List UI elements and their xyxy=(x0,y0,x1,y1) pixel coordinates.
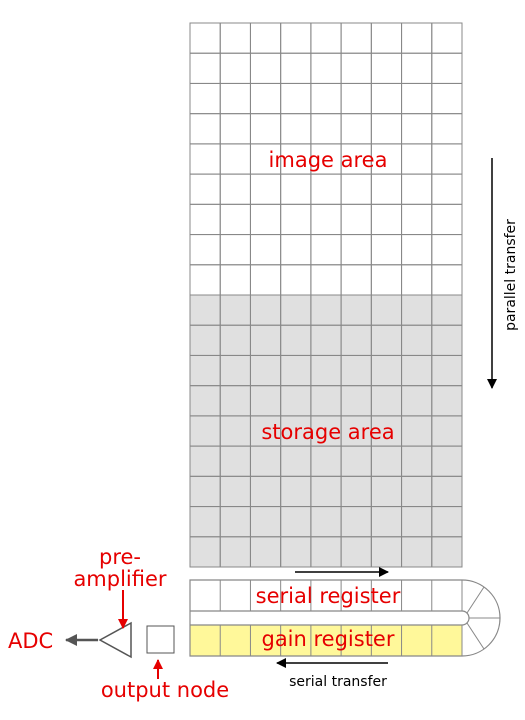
image-pixel xyxy=(370,173,403,205)
pre-amplifier-label-line1: pre- xyxy=(99,545,141,569)
output-node-label: output node xyxy=(101,678,229,702)
image-pixel xyxy=(310,82,342,115)
adc-label: ADC xyxy=(8,629,53,653)
image-pixel xyxy=(219,143,251,175)
image-pixel xyxy=(401,113,433,145)
image-pixel xyxy=(280,52,312,84)
image-pixel xyxy=(249,173,282,205)
image-pixel xyxy=(401,264,433,296)
image-pixel xyxy=(401,82,433,115)
gain-register-fill xyxy=(190,625,462,656)
image-pixel xyxy=(310,22,342,54)
image-pixel xyxy=(431,264,463,296)
image-pixel xyxy=(370,203,403,236)
image-pixel xyxy=(219,52,251,84)
image-pixel xyxy=(189,173,221,205)
image-pixel xyxy=(310,52,342,84)
register-cells xyxy=(219,580,433,656)
image-pixel xyxy=(340,203,372,236)
image-pixel xyxy=(219,173,251,205)
image-pixel xyxy=(189,203,221,236)
image-pixel xyxy=(219,82,251,115)
image-pixel xyxy=(340,113,372,145)
image-pixel xyxy=(189,52,221,84)
image-pixel xyxy=(249,52,282,84)
image-pixel xyxy=(340,234,372,266)
image-pixel xyxy=(310,113,342,145)
image-pixel xyxy=(340,82,372,115)
image-pixel xyxy=(189,234,221,266)
pre-amplifier-triangle xyxy=(98,621,132,659)
image-pixel xyxy=(340,173,372,205)
image-pixel xyxy=(431,52,463,84)
image-pixel xyxy=(310,234,342,266)
image-pixel xyxy=(310,264,342,296)
pre-amplifier-label-line2: amplifier xyxy=(73,567,166,591)
image-pixel xyxy=(401,52,433,84)
image-pixel xyxy=(431,82,463,115)
image-pixel xyxy=(249,234,282,266)
image-pixel xyxy=(401,22,433,54)
image-pixel xyxy=(431,203,463,236)
image-pixel xyxy=(219,203,251,236)
image-pixel xyxy=(219,22,251,54)
image-pixel xyxy=(340,52,372,84)
curve-spokes xyxy=(461,580,500,656)
image-pixel xyxy=(431,113,463,145)
image-pixel xyxy=(189,113,221,145)
image-pixel xyxy=(431,143,463,175)
image-pixel xyxy=(219,113,251,145)
parallel-transfer-label: parallel transfer xyxy=(503,219,519,331)
image-pixel xyxy=(189,22,221,54)
image-pixel xyxy=(280,234,312,266)
image-pixel xyxy=(280,22,312,54)
image-pixel xyxy=(280,264,312,296)
image-pixel xyxy=(219,264,251,296)
image-pixel xyxy=(280,113,312,145)
image-pixel xyxy=(370,113,403,145)
image-pixel xyxy=(249,22,282,54)
image-pixel xyxy=(370,22,403,54)
image-pixel xyxy=(310,203,342,236)
storage-area-label: storage area xyxy=(261,420,394,444)
storage-area-fill xyxy=(190,295,462,567)
image-pixel xyxy=(280,203,312,236)
image-pixel xyxy=(249,264,282,296)
image-pixel xyxy=(189,82,221,115)
image-pixel xyxy=(370,234,403,266)
register-inner-outline xyxy=(190,610,470,626)
image-pixel xyxy=(280,173,312,205)
image-pixel xyxy=(249,82,282,115)
gain-register-label: gain register xyxy=(261,627,394,651)
image-area-label: image area xyxy=(269,148,388,172)
image-pixel xyxy=(189,143,221,175)
image-pixel xyxy=(401,143,433,175)
image-pixel xyxy=(340,264,372,296)
image-pixel xyxy=(370,264,403,296)
image-pixel xyxy=(340,22,372,54)
image-pixel xyxy=(401,234,433,266)
image-pixel xyxy=(189,264,221,296)
image-pixel xyxy=(431,234,463,266)
image-pixel xyxy=(431,22,463,54)
pixel-grid xyxy=(189,22,463,568)
serial-register xyxy=(189,579,501,657)
image-pixel xyxy=(280,82,312,115)
image-pixel xyxy=(401,173,433,205)
output-node-box xyxy=(146,625,175,654)
serial-register-label: serial register xyxy=(256,584,401,608)
image-pixel xyxy=(431,173,463,205)
serial-transfer-label: serial transfer xyxy=(289,674,387,690)
image-pixel xyxy=(370,82,403,115)
image-pixel xyxy=(310,173,342,205)
image-pixel xyxy=(219,234,251,266)
register-outline xyxy=(189,579,501,657)
image-pixel xyxy=(401,203,433,236)
storage-pixel xyxy=(431,536,463,568)
image-pixel xyxy=(249,113,282,145)
image-pixel xyxy=(370,52,403,84)
image-pixel xyxy=(249,203,282,236)
